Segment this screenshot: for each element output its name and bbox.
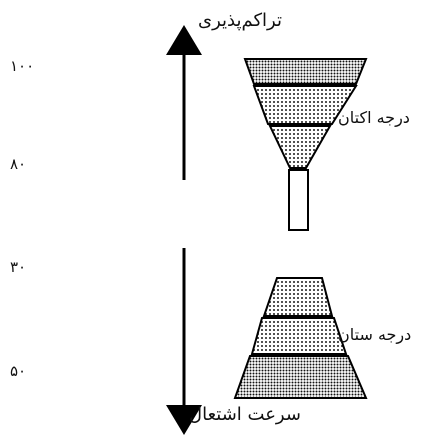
lower-funnel-band-1 xyxy=(262,277,334,317)
top-label: تراکم‌پذیری xyxy=(198,10,282,31)
upper-funnel-band-2 xyxy=(252,85,358,125)
scale-label-50: ۵۰ xyxy=(10,362,27,380)
scale-label-30: ۳۰ xyxy=(10,258,27,276)
upper-funnel-band-1 xyxy=(243,58,368,85)
upper-funnel-band-3 xyxy=(268,125,332,169)
bottom-label: سرعت اشتعال xyxy=(189,404,301,425)
scale-label-100: ۱۰۰ xyxy=(10,57,35,75)
lower-right-label: درجه ستان xyxy=(338,325,412,344)
lower-funnel-band-3 xyxy=(233,355,368,399)
upper-right-label: درجه اکتان xyxy=(338,108,410,127)
scale-label-80: ۸۰ xyxy=(10,155,27,173)
upper-funnel xyxy=(243,58,368,169)
lower-funnel xyxy=(233,277,368,399)
lower-funnel-band-2 xyxy=(250,317,348,355)
neck xyxy=(288,169,309,231)
